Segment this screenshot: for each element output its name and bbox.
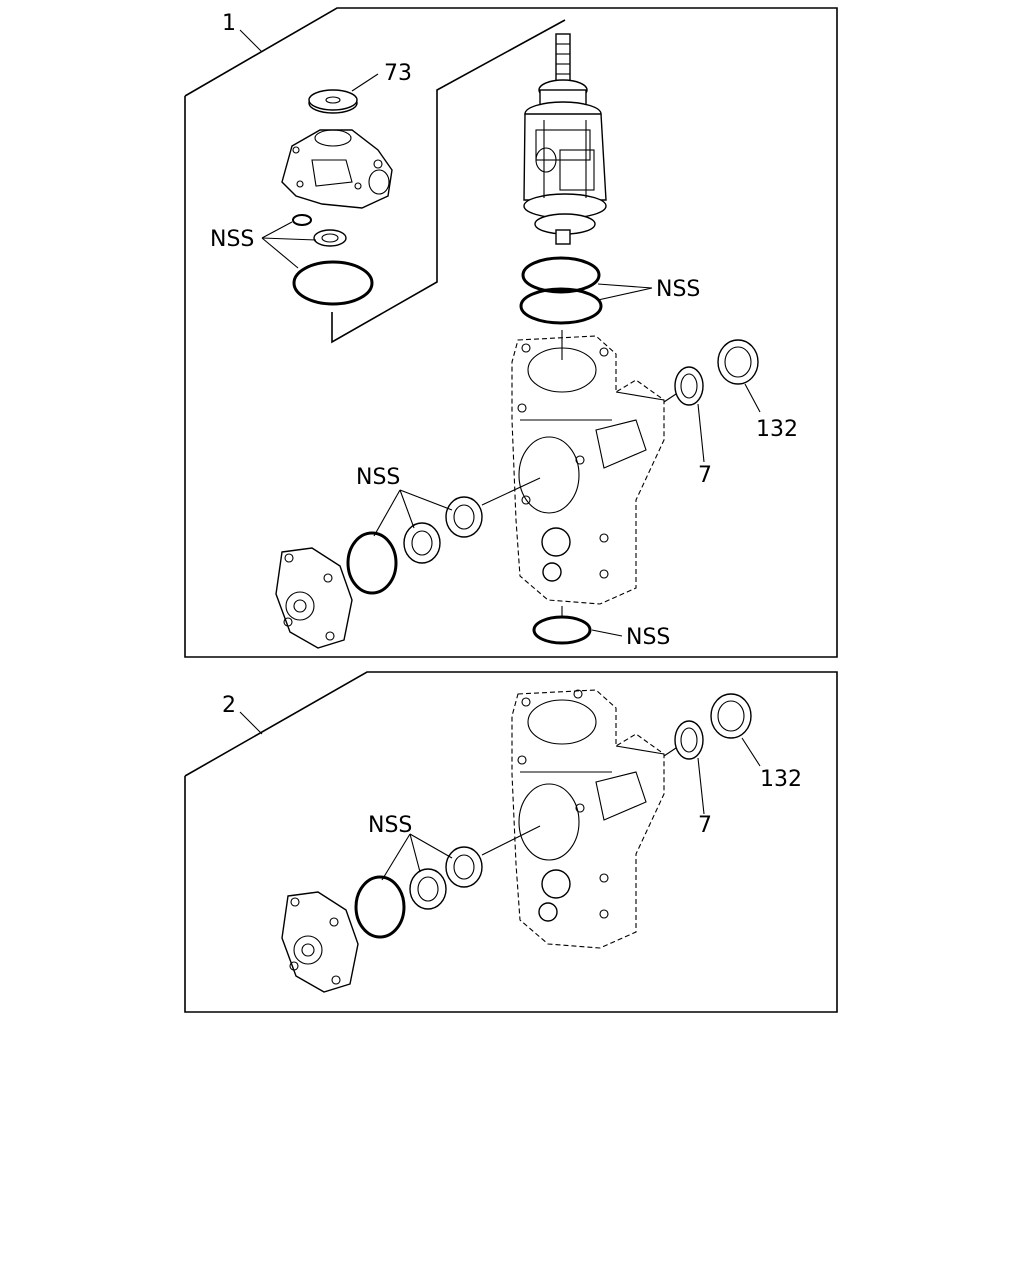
- group-1-panel: 1 73: [184, 7, 838, 658]
- label-nss-seals-top: NSS: [356, 465, 400, 490]
- group-2-callout: 2: [222, 693, 236, 718]
- label-132-bottom: 132: [760, 767, 802, 792]
- gear-housing-2: [511, 689, 665, 949]
- top-cover-assembly: 73 NSS: [210, 61, 412, 306]
- label-73: 73: [384, 61, 412, 86]
- label-nss-seals-bottom: NSS: [368, 813, 412, 838]
- label-7-top: 7: [698, 463, 712, 488]
- label-nss-bottom: NSS: [626, 625, 670, 650]
- end-cover-top: [275, 547, 353, 649]
- label-nss-shaft: NSS: [656, 277, 700, 302]
- gear-housing: [511, 335, 665, 605]
- shaft-valve-assembly: [523, 33, 607, 245]
- label-nss-cover: NSS: [210, 227, 254, 252]
- label-7-bottom: 7: [698, 813, 712, 838]
- group-1-callout: 1: [222, 11, 236, 36]
- label-132-top: 132: [756, 417, 798, 442]
- group-2-panel: 2 7 132: [184, 671, 838, 1013]
- end-cover-bottom: [281, 891, 359, 993]
